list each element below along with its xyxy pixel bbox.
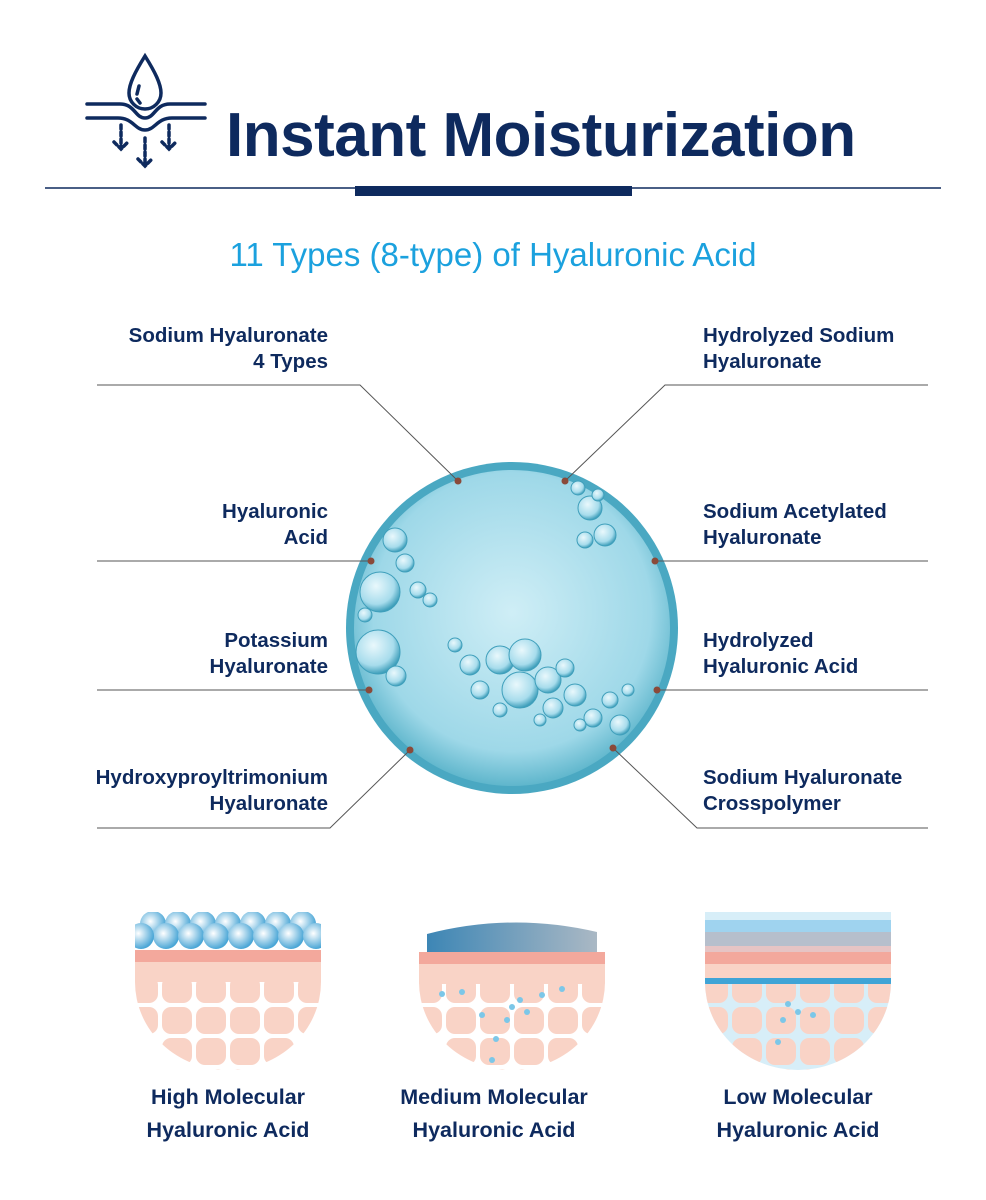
label-line: Hyaluronic Acid (703, 655, 859, 678)
bubbles (355, 480, 635, 736)
caption-line: High Molecular (150, 1085, 306, 1109)
label-line: Sodium Hyaluronate (703, 766, 903, 789)
skin-high-molecular (135, 912, 321, 1070)
caption-line: Low Molecular (723, 1085, 873, 1109)
subtitle: 11 Types (8-type) of Hyaluronic Acid (229, 236, 757, 273)
caption-line: Hyaluronic Acid (716, 1118, 880, 1142)
label-line: Hydrolyzed (703, 629, 814, 652)
skin-low-molecular (705, 912, 891, 1070)
caption-line: Medium Molecular (400, 1085, 588, 1109)
ingredient-label: Sodium Hyaluronate 4 Types (129, 323, 328, 375)
label-line: 4 Types (253, 350, 328, 373)
label-line: Hydrolyzed Sodium (703, 324, 895, 347)
label-line: Hyaluronate (209, 655, 328, 678)
label-line: Hyaluronic (222, 500, 328, 523)
label-line: Potassium (224, 629, 328, 652)
label-line: Hyaluronate (703, 526, 822, 549)
label-line: Hyaluronate (703, 350, 822, 373)
label-line: Hyaluronate (209, 792, 328, 815)
label-line: Crosspolymer (703, 792, 841, 815)
connector-dots (365, 477, 661, 754)
connector-lines (97, 384, 928, 829)
label-line: Hydroxyproyltrimonium (95, 766, 328, 789)
label-line: Acid (283, 526, 328, 549)
label-line: Sodium Acetylated (703, 500, 887, 523)
skin-medium-molecular (419, 912, 605, 1070)
page-title: Instant Moisturization (226, 101, 856, 170)
caption-line: Hyaluronic Acid (412, 1118, 576, 1142)
caption-line: Hyaluronic Acid (146, 1118, 310, 1142)
label-line: Sodium Hyaluronate (128, 324, 328, 347)
